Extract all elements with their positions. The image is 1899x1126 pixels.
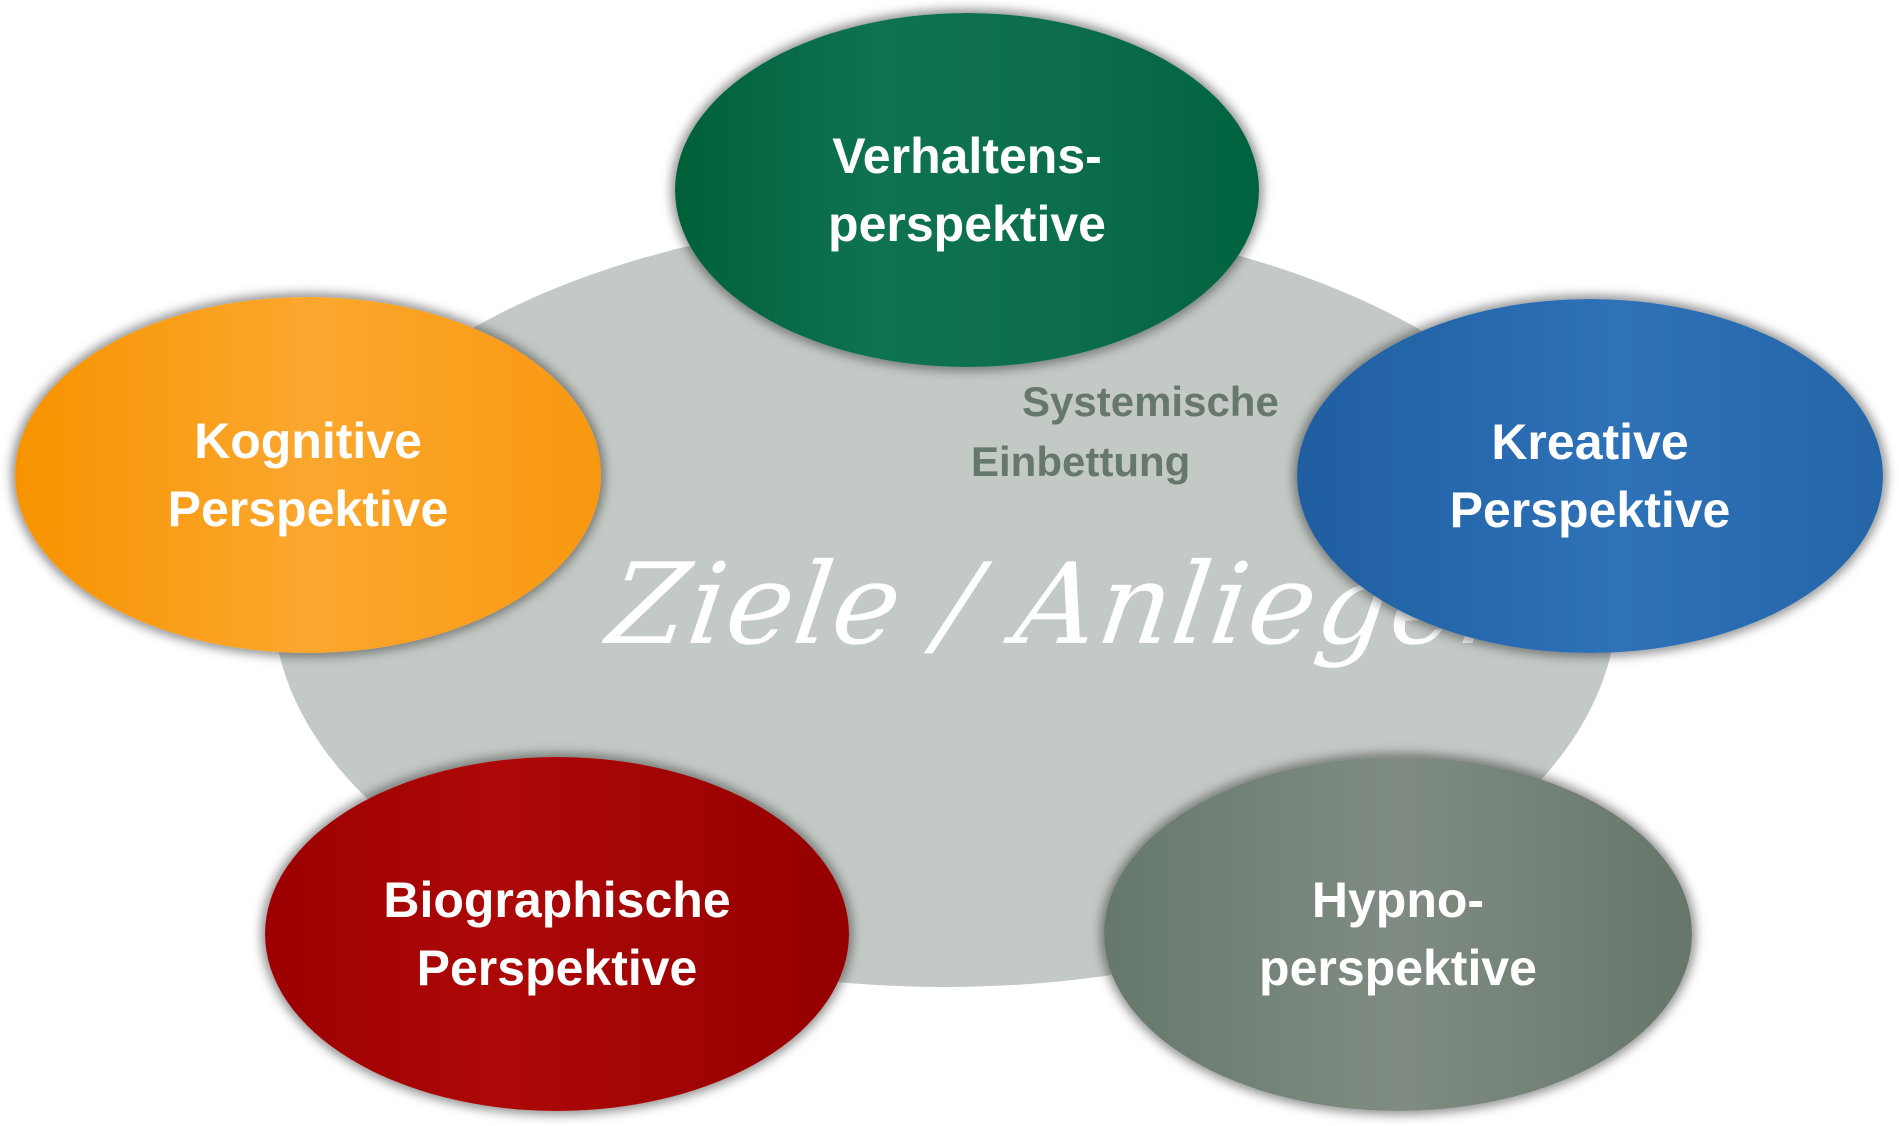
behavioral-perspective-node: Verhaltens- perspektive <box>675 13 1259 367</box>
node-label-line1: Biographische <box>383 872 731 928</box>
node-label-line2: Perspektive <box>1449 482 1731 538</box>
systemic-embedding-line1: Systemische <box>1022 378 1279 425</box>
node-label-line2: Perspektive <box>416 940 698 996</box>
node-label-line1: Verhaltens- <box>832 128 1102 184</box>
node-label-line2: perspektive <box>1259 940 1537 996</box>
cognitive-perspective-node: Kognitive Perspektive <box>15 297 601 653</box>
creative-perspective-node: Kreative Perspektive <box>1297 299 1883 653</box>
node-label-line1: Hypno- <box>1311 872 1485 928</box>
node-label-line2: Perspektive <box>167 481 449 537</box>
hypno-perspective-node: Hypno- perspektive <box>1104 757 1692 1111</box>
biographical-perspective-node: Biographische Perspektive <box>265 757 849 1111</box>
node-label-line1: Kreative <box>1491 414 1689 470</box>
node-label-line2: perspektive <box>828 196 1106 252</box>
node-label-line1: Kognitive <box>194 413 422 469</box>
systemic-embedding-line2: Einbettung <box>971 438 1191 485</box>
